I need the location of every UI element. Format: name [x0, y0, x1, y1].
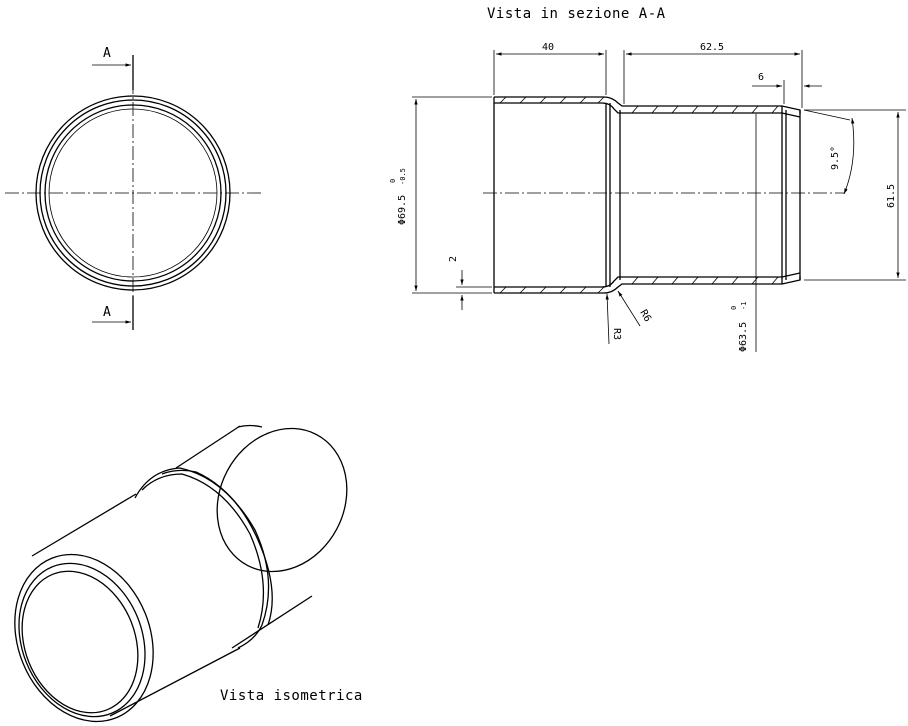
dim-length-small: 62.5 — [700, 42, 724, 53]
dim-chamfer-angle: 9.5° — [830, 146, 841, 170]
section-view: Vista in sezione A-A — [389, 6, 906, 352]
front-view: A A — [5, 46, 262, 330]
dim-dia-small-tol-lower: -1 — [740, 302, 748, 310]
isometric-view: Vista isometrica — [14, 424, 363, 723]
dim-radius-inner: R3 — [611, 328, 622, 340]
section-mark-bottom: A — [103, 305, 111, 320]
dim-dia-small: Φ63.5 — [738, 322, 749, 352]
dim-dia-large-tol-upper: 0 — [389, 179, 397, 183]
section-mark-top: A — [103, 46, 111, 61]
dim-radius-outer: R6 — [637, 308, 653, 324]
isometric-view-title: Vista isometrica — [220, 688, 363, 704]
dim-length-large: 40 — [542, 42, 554, 53]
dim-dia-large-tol-lower: -0.5 — [399, 168, 407, 185]
dim-dia-large: Φ69.5 — [397, 195, 408, 225]
dim-lip: 6 — [758, 72, 764, 83]
section-view-title: Vista in sezione A-A — [487, 6, 666, 22]
dim-wall: 2 — [448, 256, 459, 262]
dim-dia-small-tol-upper: 0 — [730, 306, 738, 310]
dim-height-small-outer: 61.5 — [886, 184, 897, 208]
